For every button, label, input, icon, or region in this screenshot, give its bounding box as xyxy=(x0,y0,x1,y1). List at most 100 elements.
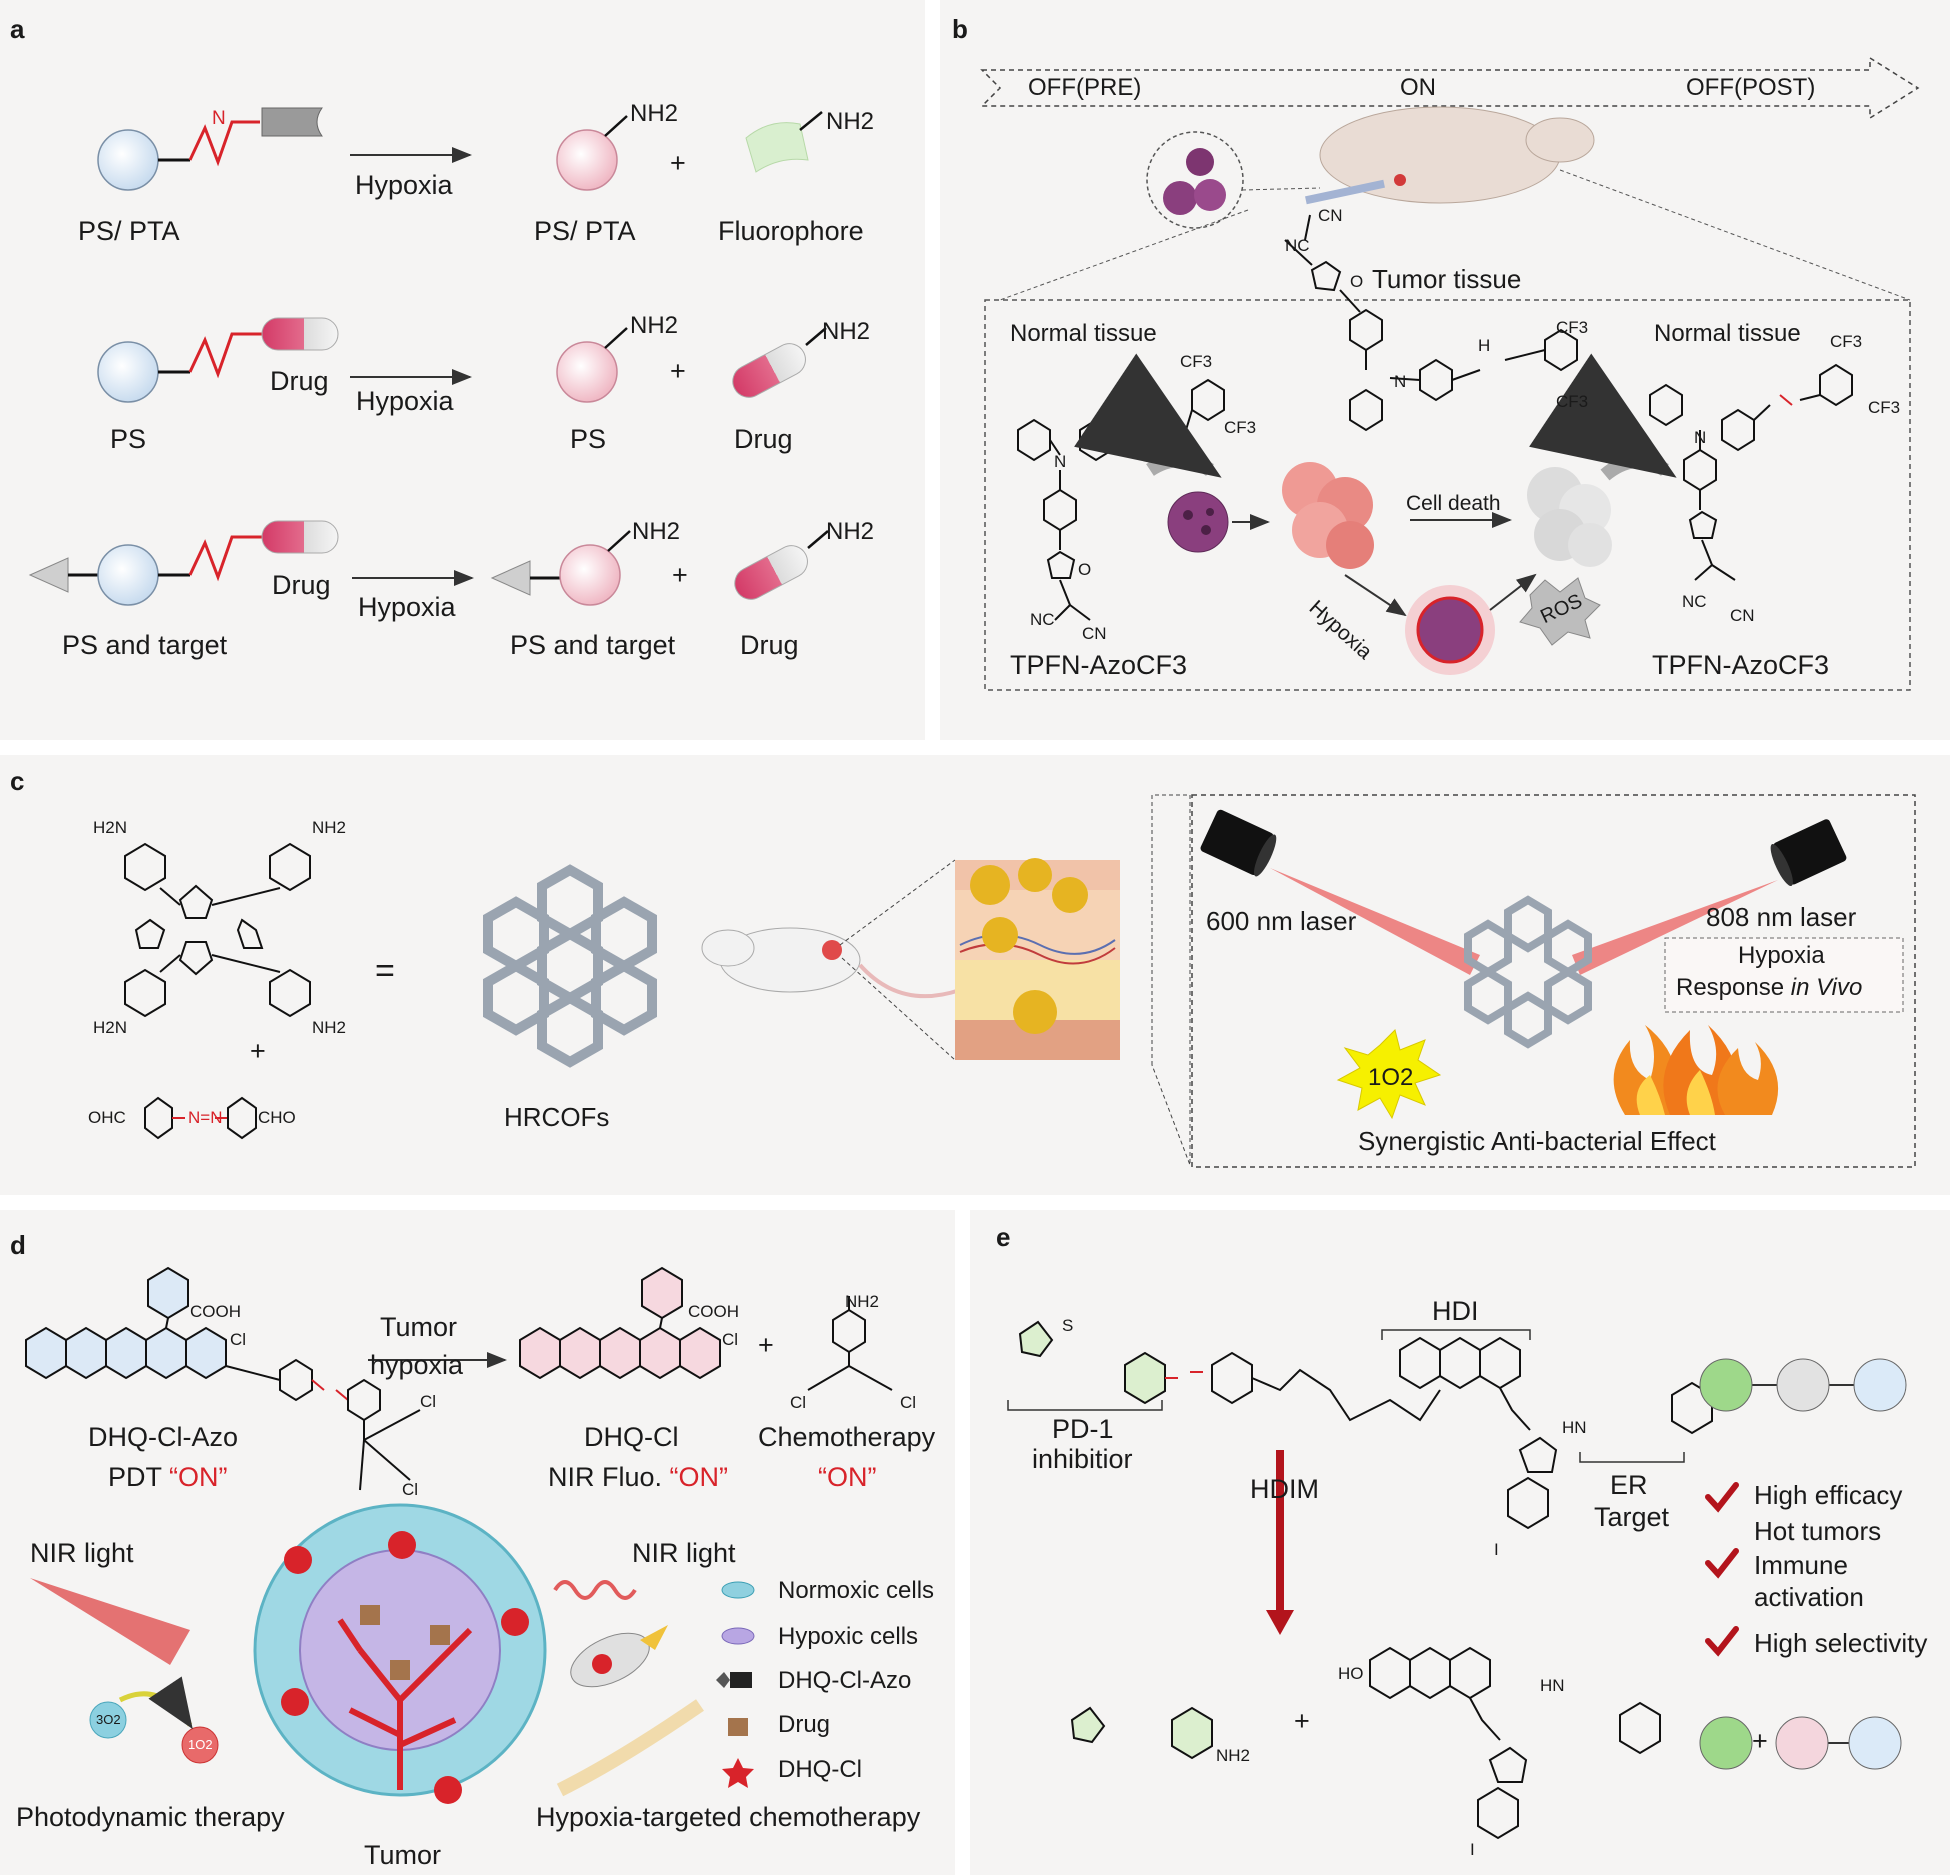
legend-normoxic: Normoxic cells xyxy=(778,1577,935,1604)
row2-reactant xyxy=(97,317,339,403)
c-ohc: OHC xyxy=(88,1108,126,1127)
a-row3-prod2: Drug xyxy=(740,630,799,660)
legend-hypoxic-icon xyxy=(721,1627,755,1645)
a-row2-drug: Drug xyxy=(270,366,329,396)
nanoparticle-2 xyxy=(1416,596,1484,664)
b-cn-left: CN xyxy=(1082,624,1107,643)
d-cl-1: Cl xyxy=(230,1330,247,1349)
e-plus-schematic: + xyxy=(1752,1726,1768,1756)
panel-c-zoom-box xyxy=(1191,794,1916,1168)
panel-b-zoom-box xyxy=(984,299,1911,691)
dhq-cl-structure xyxy=(519,1266,721,1380)
tumor-tissue-label: Tumor tissue xyxy=(1372,264,1522,294)
c-nh2-2: NH2 xyxy=(312,1018,347,1037)
check-3: Immune xyxy=(1754,1550,1848,1580)
d-nir-1: NIR light xyxy=(30,1538,134,1568)
b-cf3-r1: CF3 xyxy=(1830,332,1863,351)
d-triplet: 3O2 xyxy=(96,1712,121,1727)
e-pd1-2: inhibitior xyxy=(1032,1444,1133,1474)
d-cpd3-on: “ON” xyxy=(818,1462,877,1492)
d-cl-3: Cl xyxy=(790,1393,807,1412)
row1-fluorophore-shape xyxy=(745,122,809,173)
legend-hypoxic: Hypoxic cells xyxy=(778,1623,919,1650)
b-cf3-top2: CF3 xyxy=(1556,392,1589,411)
laser-808-label: 808 nm laser xyxy=(1706,902,1857,932)
check-4: activation xyxy=(1754,1582,1864,1612)
hrcofs-label: HRCOFs xyxy=(504,1102,610,1132)
e-i-product: I xyxy=(1470,1840,1475,1859)
laser-808 xyxy=(1770,819,1847,887)
panel-d-letter: d xyxy=(10,1230,26,1260)
timeline-on: ON xyxy=(1400,74,1436,101)
e-pd1-1: PD-1 xyxy=(1052,1414,1114,1444)
legend-dhqcl-icon xyxy=(722,1758,754,1788)
d-arrow-top: Tumor xyxy=(380,1312,458,1342)
d-nir-2: NIR light xyxy=(632,1538,736,1568)
singlet-oxygen xyxy=(181,1726,219,1764)
check-5: High selectivity xyxy=(1754,1628,1928,1658)
compound-left: TPFN-AzoCF3 xyxy=(1010,650,1188,680)
c-h2n-2: H2N xyxy=(93,1018,128,1037)
a-row2-plus: + xyxy=(670,356,686,386)
panel-a-letter: a xyxy=(10,14,25,44)
b-cf3-r2: CF3 xyxy=(1868,398,1901,417)
a-row3-left: PS and target xyxy=(62,630,228,660)
tpfn-reduced xyxy=(1284,214,1578,432)
b-nc-right: NC xyxy=(1682,592,1707,611)
c-h2n-1: H2N xyxy=(93,818,128,837)
e-hn-top: HN xyxy=(1562,1418,1587,1437)
e-s-top: S xyxy=(1062,1316,1074,1335)
b-o-left: O xyxy=(1078,560,1092,579)
tumor-cells xyxy=(1282,462,1374,569)
b-hn-top: H xyxy=(1478,336,1491,355)
b-cf3-l1: CF3 xyxy=(1180,352,1213,371)
c-azo-n: N=N xyxy=(188,1108,223,1127)
b-cn-right: CN xyxy=(1730,606,1755,625)
a-row1-arrow: Hypoxia xyxy=(355,170,453,200)
d-cooh-1: COOH xyxy=(190,1302,241,1321)
hypoxia-response-box xyxy=(1664,937,1904,1013)
a-row2-prod1: PS xyxy=(570,424,607,454)
b-o-top: O xyxy=(1350,272,1364,291)
legend-drug: Drug xyxy=(778,1711,831,1738)
d-cl-a: Cl xyxy=(420,1392,437,1411)
synergy-label: Synergistic Anti-bacterial Effect xyxy=(1358,1126,1716,1156)
a-row2-arrow: Hypoxia xyxy=(356,386,454,416)
check-icons xyxy=(1705,1482,1739,1657)
compound-right: TPFN-AzoCF3 xyxy=(1652,650,1830,680)
legend-dhqcl: DHQ-Cl xyxy=(778,1756,862,1783)
a-n-1: N xyxy=(212,108,226,129)
e-ho: HO xyxy=(1338,1664,1364,1683)
timeline-arrow xyxy=(980,56,1920,120)
cell-death-label: Cell death xyxy=(1406,492,1501,515)
legend-drug-icon xyxy=(728,1718,748,1736)
panel-c-letter: c xyxy=(10,766,25,796)
check-2: Hot tumors xyxy=(1754,1516,1882,1546)
d-nh2: NH2 xyxy=(845,1292,880,1311)
a-row1-nh2-1: NH2 xyxy=(630,100,679,127)
rocket-icon xyxy=(570,1625,668,1688)
e-schematic-linked xyxy=(1699,1358,1907,1412)
e-hn-product: HN xyxy=(1540,1676,1565,1695)
b-cf3-l2: CF3 xyxy=(1224,418,1257,437)
nir-cone xyxy=(30,1578,190,1665)
d-cpd1-state: PDT “ON” xyxy=(108,1462,228,1492)
e-i-top: I xyxy=(1494,1540,1499,1559)
c-cho: CHO xyxy=(258,1108,296,1127)
b-cf3-top1: CF3 xyxy=(1556,318,1589,337)
panel-b-letter: b xyxy=(952,14,968,44)
legend-normoxic-icon xyxy=(721,1581,755,1599)
e-hdim-label: HDIM xyxy=(1250,1474,1319,1504)
b-cn-top: CN xyxy=(1318,206,1343,225)
e-er-1: ER xyxy=(1610,1470,1648,1500)
d-cpd2: DHQ-Cl xyxy=(584,1422,679,1452)
d-chemo-label: Hypoxia-targeted chemotherapy xyxy=(536,1802,921,1832)
laser-600-label: 600 nm laser xyxy=(1206,906,1357,936)
d-tumor-label: Tumor xyxy=(364,1840,442,1870)
a-row3-arrow: Hypoxia xyxy=(358,592,456,622)
dhq-cl-azo-structure xyxy=(25,1266,421,1491)
